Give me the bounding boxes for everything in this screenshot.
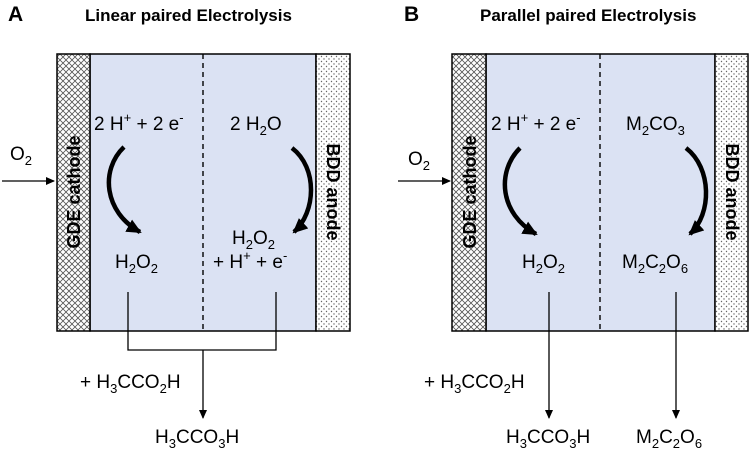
panel-a-anode-electrode <box>315 53 351 332</box>
panel-b-cathode-product: H2O2 <box>522 252 565 276</box>
panel-a-title: Linear paired Electrolysis <box>85 6 292 25</box>
panel-b-cathode-reaction-arrow <box>502 146 538 236</box>
panel-b-cathode-electrode <box>451 53 487 332</box>
panel-b-cathode-label: GDE cathode <box>460 135 480 248</box>
panel-b-anode-electrode <box>714 53 749 332</box>
panel-b-anode-product: M2C2O6 <box>622 252 688 276</box>
panel-a-combine-connector <box>127 292 277 351</box>
panel-b-oxygen-input-label: O2 <box>408 149 430 173</box>
panel-a-letter: A <box>8 3 23 26</box>
panel-a-anode-label: BDD anode <box>323 143 343 240</box>
panel-b-output-right: M2C2O6 <box>636 427 702 450</box>
panel-b-anode-reactant: M2CO3 <box>626 114 685 138</box>
panel-a-cathode-product: H2O2 <box>115 252 158 276</box>
panel-b-output-left: H3CCO3H <box>506 427 590 450</box>
panel-a-additive: + H3CCO2H <box>80 372 181 396</box>
panel-a-cathode-label: GDE cathode <box>64 135 84 248</box>
panel-a-anode-product-line1: H2O2 <box>232 228 275 252</box>
panel-a-anode-reaction-arrow <box>290 146 314 234</box>
panel-a-anode-product-line2: + H+ + e- <box>213 248 287 273</box>
panel-b-additive: + H3CCO2H <box>424 372 525 396</box>
panel-a-cathode-reactant: 2 H+ + 2 e- <box>94 110 184 135</box>
panel-a-cathode-reaction-arrow <box>106 145 142 234</box>
panel-b-title: Parallel paired Electrolysis <box>480 6 696 25</box>
panel-a-output-product: H3CCO3H <box>155 427 239 450</box>
panel-b-anode-label: BDD anode <box>722 143 742 240</box>
panel-b-anode-reaction-arrow <box>684 146 709 236</box>
panel-a: A Linear paired Electrolysis GDE cathode… <box>2 3 351 450</box>
panel-a-anode-reactant: 2 H2O <box>230 114 282 138</box>
panel-b: B Parallel paired Electrolysis GDE catho… <box>398 3 749 450</box>
panel-a-cathode-electrode <box>56 53 91 332</box>
panel-a-oxygen-input-label: O2 <box>10 144 32 168</box>
panel-b-cathode-reactant: 2 H+ + 2 e- <box>491 110 581 135</box>
panel-b-letter: B <box>404 3 419 26</box>
